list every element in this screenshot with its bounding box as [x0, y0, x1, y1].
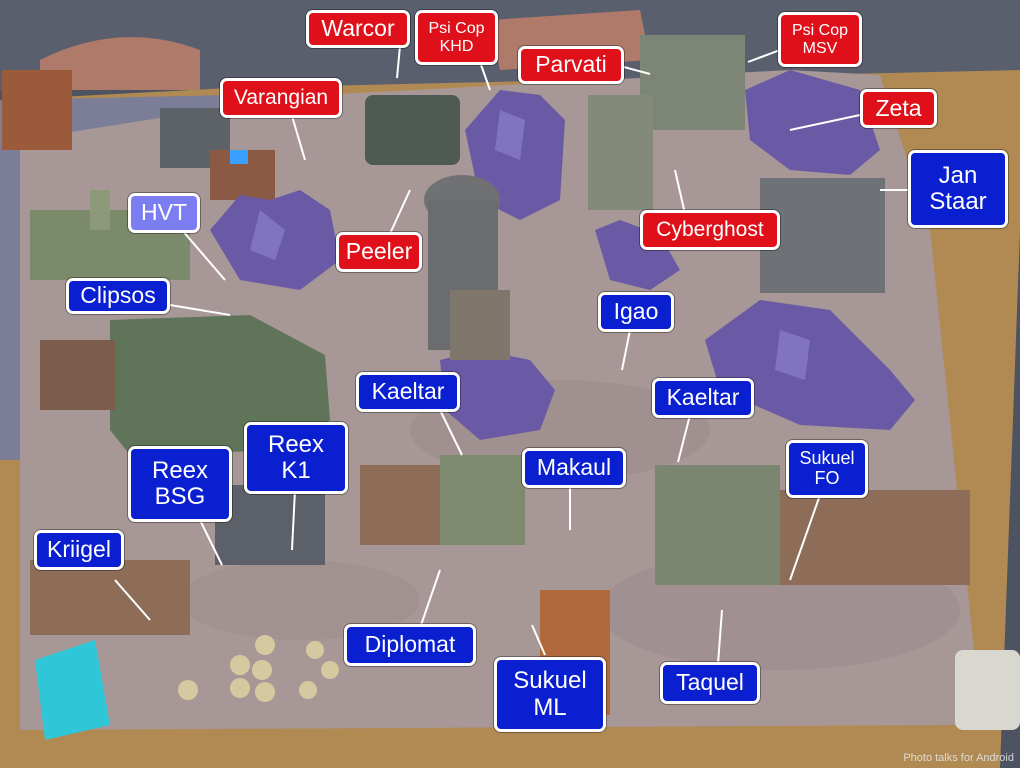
tape-measure — [955, 650, 1020, 730]
label-kaeltar-left: Kaeltar — [356, 372, 460, 412]
label-psi-cop-khd: Psi Cop KHD — [415, 10, 498, 65]
terrain-light — [230, 150, 248, 164]
terrain-building-topright — [640, 35, 745, 130]
terrain-ruin — [2, 70, 72, 150]
label-psi-cop-msv: Psi Cop MSV — [778, 12, 862, 67]
terrain-container-right — [655, 465, 780, 585]
label-jan-staar: Jan Staar — [908, 150, 1008, 228]
terrain-vehicle — [110, 315, 330, 455]
chair-left — [40, 37, 200, 90]
callout-leaders — [114, 45, 912, 665]
terrain-wall-left — [30, 560, 190, 635]
label-sukuel-ml: Sukuel ML — [494, 657, 606, 732]
label-taquel: Taquel — [660, 662, 760, 704]
label-reex-bsg: Reex BSG — [128, 446, 232, 522]
label-kriigel: Kriigel — [34, 530, 124, 570]
terrain-container-mid — [440, 455, 525, 545]
label-parvati: Parvati — [518, 46, 624, 84]
label-diplomat: Diplomat — [344, 624, 476, 666]
label-cyberghost: Cyberghost — [640, 210, 780, 250]
terrain-chimney — [90, 190, 110, 230]
label-igao: Igao — [598, 292, 674, 332]
label-kaeltar-right: Kaeltar — [652, 378, 754, 418]
terrain-building-right — [760, 178, 885, 293]
terrain-block — [215, 485, 325, 565]
label-clipsos: Clipsos — [66, 278, 170, 314]
terrain-tower — [588, 95, 653, 210]
mat-texture — [180, 560, 420, 640]
label-sukuel-fo: Sukuel FO — [786, 440, 868, 498]
label-reex-k1: Reex K1 — [244, 422, 348, 494]
label-varangian: Varangian — [220, 78, 342, 118]
tokens — [178, 635, 339, 702]
terrain-wall-right — [780, 490, 970, 585]
label-hvt: HVT — [128, 193, 200, 233]
label-warcor: Warcor — [306, 10, 410, 48]
label-zeta: Zeta — [860, 89, 937, 128]
label-makaul: Makaul — [522, 448, 626, 488]
crystal-cluster-right — [705, 300, 915, 430]
terrain-silo-base — [450, 290, 510, 360]
terrain-wall-mid — [360, 465, 445, 545]
terrain-tank — [365, 95, 460, 165]
watermark: Photo talks for Android — [903, 752, 1014, 764]
terrain-crate — [40, 340, 115, 410]
label-peeler: Peeler — [336, 232, 422, 272]
crystal-cluster-center — [440, 350, 555, 440]
crystal-cluster-topright — [745, 70, 880, 175]
card — [35, 640, 110, 740]
crystal-cluster-left — [210, 190, 340, 290]
